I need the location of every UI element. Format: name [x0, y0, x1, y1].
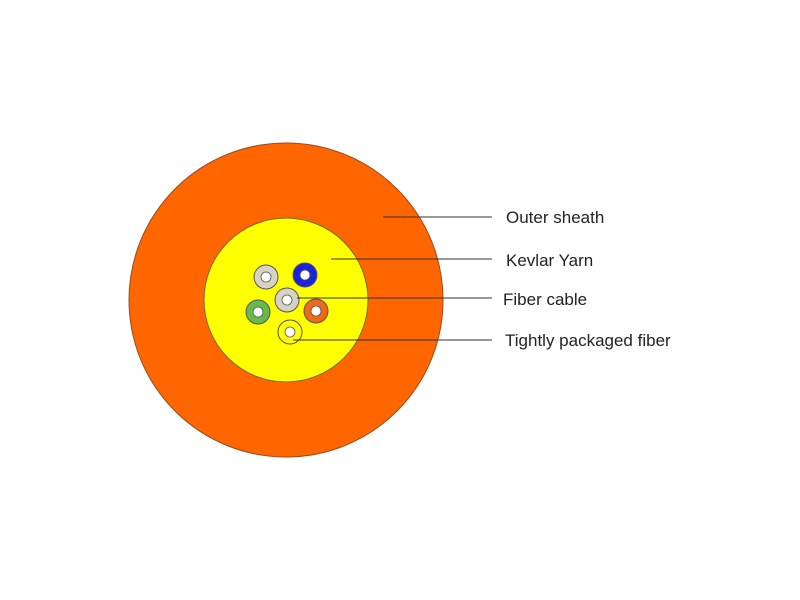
fiber-blue	[292, 262, 318, 288]
fiber-gray-top-left	[253, 264, 279, 290]
label-fiber-cable: Fiber cable	[503, 290, 588, 309]
fiber-gray-center	[274, 287, 300, 313]
fiber-orange	[303, 298, 329, 324]
label-kevlar-yarn: Kevlar Yarn	[506, 251, 594, 270]
fiber-green	[245, 299, 271, 325]
label-tightly-packaged-fiber: Tightly packaged fiber	[505, 331, 671, 350]
label-outer-sheath: Outer sheath	[506, 208, 605, 227]
fiber-yellow-tight	[277, 319, 303, 345]
